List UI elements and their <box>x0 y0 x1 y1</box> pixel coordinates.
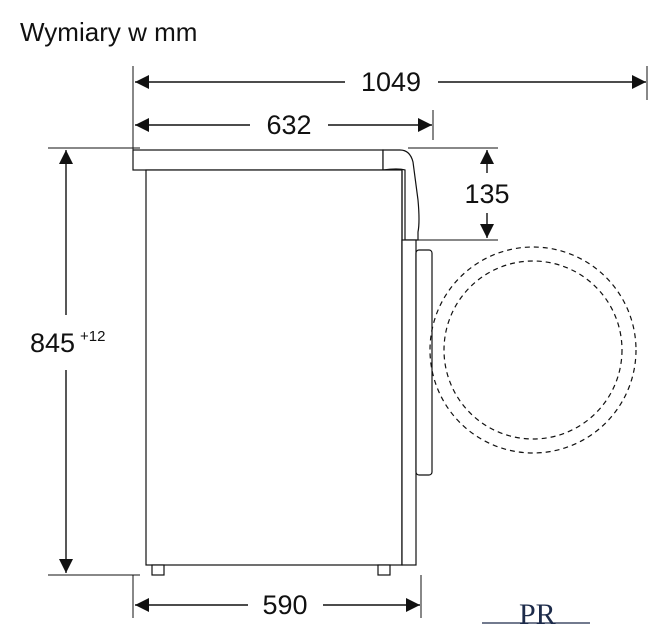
door-outer-circle <box>429 246 637 454</box>
top-cover-curve <box>382 149 420 241</box>
door-hinge-bezel <box>415 249 433 476</box>
height-tolerance-label: +12 <box>80 328 105 345</box>
front-panel <box>401 239 417 566</box>
door-swing <box>429 246 637 454</box>
front-foot <box>151 564 165 576</box>
total-depth-label: 1049 <box>361 67 421 97</box>
brand-logo: PR <box>519 598 556 631</box>
top-depth-label: 632 <box>266 110 311 140</box>
appliance-outline <box>132 149 433 576</box>
worktop <box>132 149 384 171</box>
door-inner-circle <box>443 260 623 440</box>
rear-foot <box>377 564 391 576</box>
extension-lines <box>48 66 648 618</box>
drawing-title: Wymiary w mm <box>20 17 197 47</box>
dimension-lines <box>59 75 646 612</box>
base-depth-label: 590 <box>262 590 307 620</box>
height-label: 845 <box>30 328 75 358</box>
cabinet-side <box>145 169 403 566</box>
top-height-label: 135 <box>464 179 509 209</box>
